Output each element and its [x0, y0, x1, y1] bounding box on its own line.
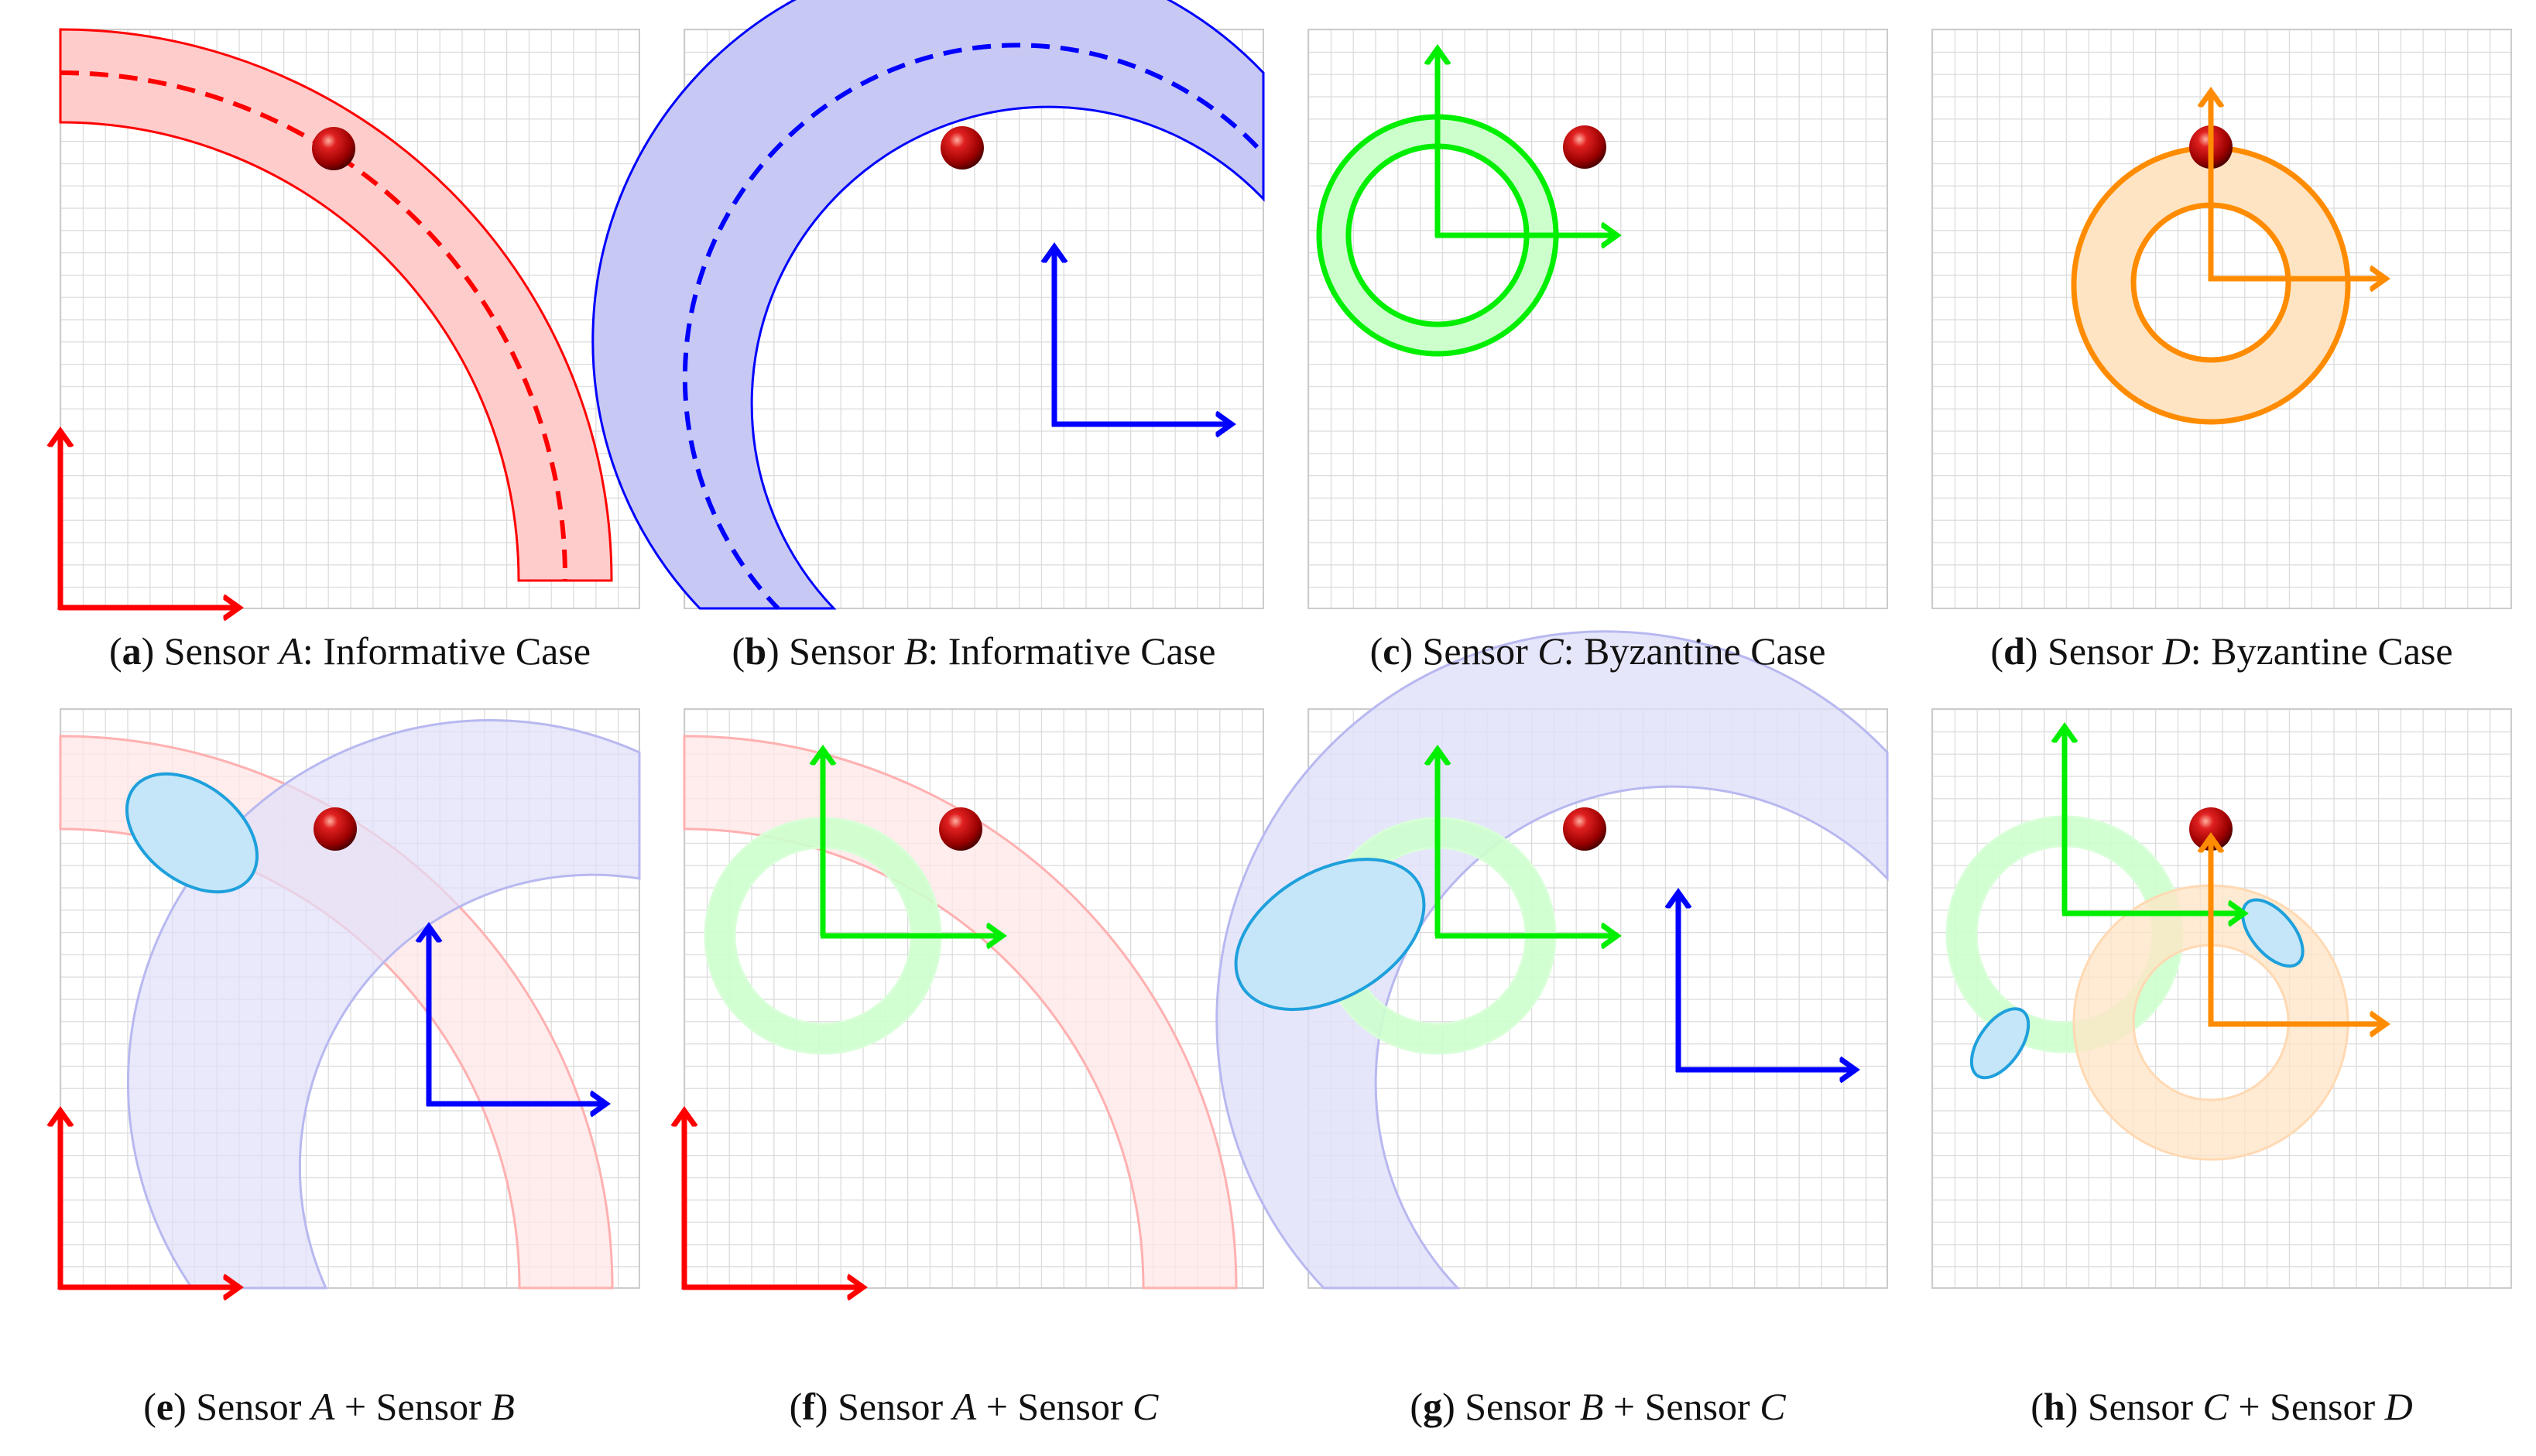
- panel-g: [1215, 630, 1889, 1290]
- caption-g: (g) Sensor B + Sensor C: [1410, 1385, 1786, 1428]
- sensor-name: A: [276, 629, 303, 673]
- panel-a: [59, 28, 640, 610]
- caption-letter: a: [122, 629, 142, 673]
- sensor-name: A: [951, 1385, 977, 1428]
- caption-text: Sensor: [196, 1385, 311, 1428]
- grid: [1931, 708, 2512, 1289]
- sensor-name: B: [1580, 1385, 1604, 1428]
- caption-letter: d: [2003, 629, 2025, 673]
- caption-f: (f) Sensor A + Sensor C: [790, 1385, 1159, 1428]
- position-estimate-2: [1969, 1007, 2031, 1080]
- sensor-d-annulus: [2071, 145, 2351, 425]
- panel-b: [591, 0, 1265, 611]
- sensor-b-annulus: [591, 0, 1265, 610]
- caption-h: (h) Sensor C + Sensor D: [2031, 1385, 2413, 1428]
- target-ball: [939, 807, 982, 851]
- caption-text: + Sensor: [2229, 1385, 2385, 1428]
- caption-letter: h: [2044, 1385, 2065, 1428]
- caption-b: (b) Sensor B: Informative Case: [732, 629, 1216, 673]
- target-ball: [312, 127, 355, 170]
- target-ball: [314, 807, 357, 851]
- panel-f: [683, 708, 1264, 1290]
- caption-c: (c) Sensor C: Byzantine Case: [1370, 629, 1826, 673]
- panel-h: [1931, 708, 2512, 1289]
- caption-letter: f: [802, 1385, 816, 1428]
- target-ball: [1563, 807, 1606, 851]
- caption-text: : Informative Case: [303, 629, 591, 673]
- sensor-name: C: [1760, 1385, 1786, 1428]
- caption-text: Sensor: [1423, 629, 1538, 673]
- sensor-name: C: [1537, 629, 1564, 673]
- sensor-name: A: [309, 1385, 335, 1428]
- caption-text: Sensor: [164, 629, 279, 673]
- sensor-name: D: [2162, 629, 2191, 673]
- caption-a: (a) Sensor A: Informative Case: [109, 629, 591, 673]
- caption-letter: g: [1423, 1385, 1442, 1428]
- caption-text: Sensor: [2048, 629, 2163, 673]
- sensor-b-dashed-arc: [682, 43, 1259, 611]
- caption-text: : Byzantine Case: [1564, 629, 1826, 673]
- sensor-name: D: [2384, 1385, 2413, 1428]
- sensor-b-annulus-faded: [1215, 630, 1889, 1290]
- sensor-name: C: [2202, 1385, 2229, 1428]
- caption-d: (d) Sensor D: Byzantine Case: [1990, 629, 2452, 673]
- sensor-name: C: [1133, 1385, 1159, 1428]
- position-estimate: [1234, 858, 1426, 1012]
- caption-e: (e) Sensor A + Sensor B: [143, 1385, 515, 1428]
- caption-letter: e: [156, 1385, 173, 1428]
- grid: [1931, 29, 2512, 609]
- caption-text: Sensor: [789, 629, 904, 673]
- panel-c: [1307, 29, 1888, 609]
- caption-text: + Sensor: [334, 1385, 491, 1428]
- caption-text: : Byzantine Case: [2191, 629, 2453, 673]
- caption-text: Sensor: [1465, 1385, 1580, 1428]
- target-ball: [1563, 125, 1606, 169]
- caption-letter: c: [1383, 629, 1400, 673]
- sensor-name: B: [904, 629, 928, 673]
- caption-text: + Sensor: [1603, 1385, 1760, 1428]
- caption-text: : Informative Case: [927, 629, 1215, 673]
- caption-text: Sensor: [2088, 1385, 2203, 1428]
- target-ball: [941, 126, 984, 170]
- sensor-name: B: [491, 1385, 515, 1428]
- sensor-a-dashed-arc: [60, 70, 568, 581]
- caption-text: + Sensor: [976, 1385, 1133, 1428]
- caption-text: Sensor: [838, 1385, 953, 1428]
- panel-d: [1931, 29, 2512, 609]
- sensor-c-annulus-faded: [1945, 815, 2184, 1053]
- sensor-c-annulus-faded: [704, 817, 942, 1055]
- sensor-c-annulus: [1316, 114, 1559, 357]
- caption-letter: b: [745, 629, 766, 673]
- position-estimate: [125, 772, 259, 894]
- panel-e: [59, 708, 641, 1290]
